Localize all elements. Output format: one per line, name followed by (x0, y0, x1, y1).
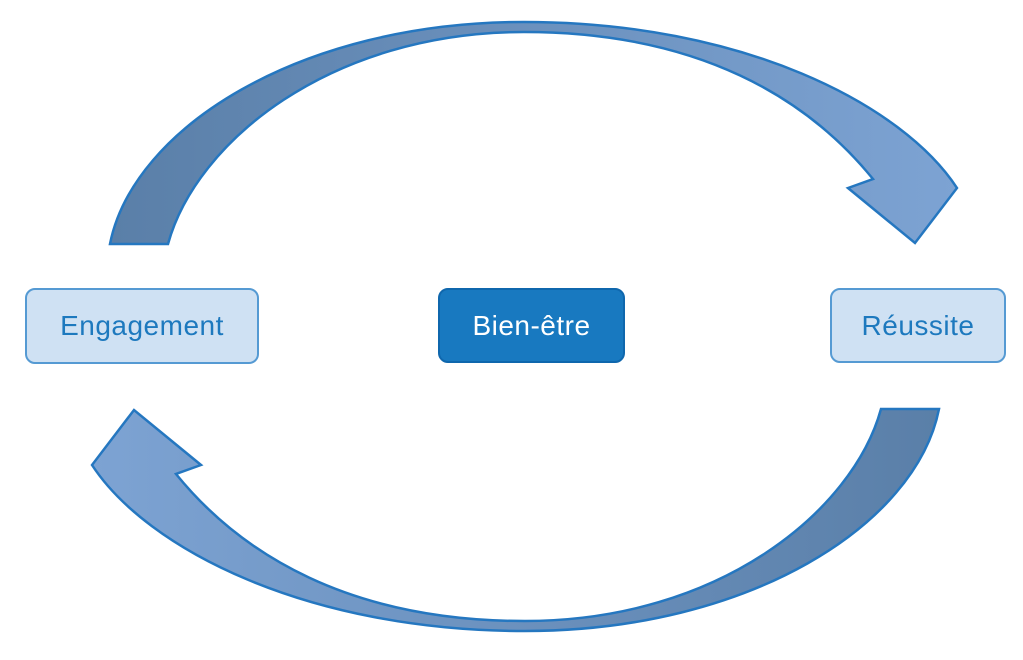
node-bien-etre: Bien-être (438, 288, 625, 363)
arrow-engagement-to-reussite (108, 20, 959, 246)
node-engagement-label: Engagement (60, 310, 224, 341)
node-engagement: Engagement (25, 288, 259, 364)
node-reussite-label: Réussite (861, 309, 975, 341)
node-reussite: Réussite (830, 288, 1006, 363)
arrow-reussite-to-engagement (90, 407, 941, 633)
node-bien-etre-label: Bien-être (472, 309, 591, 341)
